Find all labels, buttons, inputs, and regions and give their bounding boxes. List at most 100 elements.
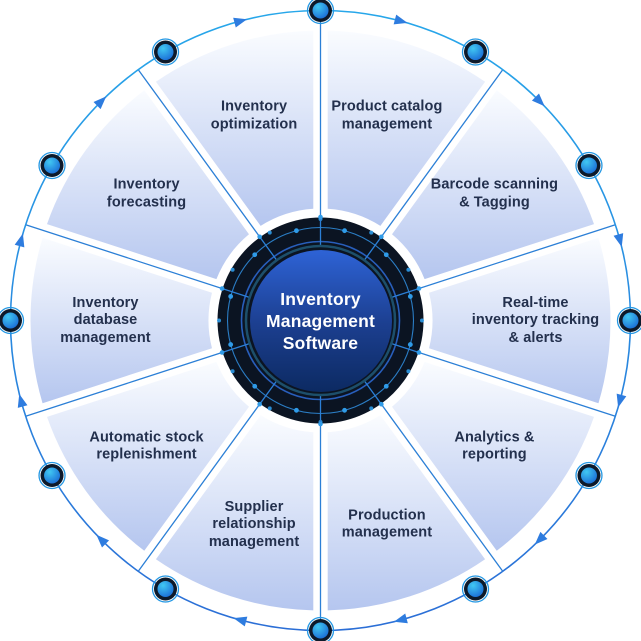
ring-node-dot-outline (151, 575, 180, 603)
spoke-node-dot (318, 214, 323, 220)
ring-node-dot-outline (151, 38, 180, 66)
ring-node-dot (467, 580, 484, 597)
segment-wedge (327, 415, 486, 611)
segment-wedge (155, 415, 314, 611)
flow-arrow-icon (233, 17, 248, 28)
spoke-node-dot (318, 421, 323, 427)
ring-node-dot (580, 467, 597, 484)
ring-node-dot-outline (306, 0, 335, 25)
ring-node-dot-outline (38, 461, 66, 490)
ring-node-dot (312, 622, 329, 639)
segment-wedge (47, 361, 249, 551)
spoke-line (363, 379, 504, 572)
spoke-line (25, 224, 251, 299)
segment-wedge (30, 237, 212, 404)
ring-node-dot (2, 312, 19, 329)
ring-node-dot (312, 2, 329, 19)
ring-node-dot (44, 157, 61, 174)
ring-node-dot (157, 580, 174, 597)
hub-mini-dot (228, 294, 234, 299)
ring-node-dot-outline (461, 38, 490, 66)
spoke-node-dot (219, 286, 225, 291)
hub-edge-dot (267, 406, 272, 411)
hub-glow-ring (244, 244, 397, 397)
segment-label: Inventory database management (60, 294, 151, 346)
ring-node-dot (622, 312, 639, 329)
segment-wedge (47, 90, 249, 280)
flow-arrow-icon (393, 613, 408, 624)
hub-edge-dot (420, 318, 424, 323)
hub-mini-dot (342, 228, 347, 234)
ring-node-dot (157, 44, 174, 61)
hub-edge-dot (406, 369, 411, 374)
ring-node-dot (580, 157, 597, 174)
segment-wedge (327, 30, 486, 226)
spoke-line (390, 342, 616, 417)
segment-wedge (155, 30, 314, 226)
hub-mini-dot (407, 294, 413, 299)
spoke-node-dot (379, 234, 384, 240)
hub-mini-dot (383, 252, 389, 258)
ring-node-dot-outline (306, 616, 335, 641)
hub-mini-dot (383, 383, 389, 389)
flow-arrow-icon (17, 393, 28, 408)
segment-wedge (429, 237, 611, 404)
flow-arrow-icon (613, 233, 624, 248)
ring-node-dot-outline (616, 306, 641, 335)
spoke-node-dot (379, 401, 384, 407)
spoke-node-dot (416, 350, 422, 355)
segment-label: Inventory optimization (210, 98, 298, 133)
hub-mini-dot (252, 383, 258, 389)
hub-mini-dot (342, 407, 347, 413)
ring-node-dot-outline (575, 151, 603, 180)
hub-edge-dot (230, 369, 235, 374)
ring-node-dot-outline (575, 461, 603, 490)
spoke-line (390, 224, 616, 299)
segment-label: Automatic stock replenishment (89, 429, 204, 463)
spoke-line (363, 69, 504, 262)
spoke-node-dot (219, 350, 225, 355)
hub-edge-dot (406, 267, 411, 272)
spoke-lines (25, 10, 616, 631)
segment-label: Product catalog management (331, 98, 443, 133)
flow-arrow-icon (93, 96, 107, 110)
ring-node-dot-outline (38, 151, 66, 180)
hub-mini-dot (407, 342, 413, 347)
segment-wedge (392, 361, 594, 551)
ring-node-dot (467, 44, 484, 61)
segment-label: Supplier relationship management (208, 498, 300, 550)
hub-edge-dot (369, 230, 374, 235)
hub-mini-dot (294, 407, 299, 413)
spoke-node-dot (257, 234, 262, 240)
ring-node-dot-outline (461, 575, 490, 603)
hub-mini-dot (252, 252, 258, 258)
hub-edge-dot (230, 267, 235, 272)
hub-edge-dot (267, 230, 272, 235)
segment-label: Inventory forecasting (106, 176, 187, 211)
flow-arrow-icon (14, 233, 25, 248)
hub-mini-dot (294, 228, 299, 234)
wheel-segments (30, 30, 611, 611)
segment-label: Barcode scanning & Tagging (430, 176, 559, 211)
spoke-line (25, 342, 251, 417)
segment-label: Production management (341, 507, 433, 541)
hub-mini-dot (228, 342, 234, 347)
hub-edge-dot (369, 406, 374, 411)
spoke-node-dot (416, 286, 422, 291)
segment-label: Analytics & reporting (454, 429, 535, 463)
flow-arrow-icon (233, 616, 248, 627)
flow-arrow-icon (96, 534, 110, 548)
segment-wedge (392, 90, 594, 280)
spoke-node-dot (257, 401, 262, 407)
hub-edge-dot (217, 318, 221, 323)
flow-arrow-icon (393, 14, 408, 25)
segment-label: Real-time inventory tracking & alerts (471, 294, 600, 346)
flow-arrows (14, 14, 627, 627)
flow-arrow-icon (531, 93, 545, 107)
hub-circle: Inventory Management Software (249, 249, 392, 392)
spoke-line (137, 379, 278, 572)
ring-node-dot (44, 467, 61, 484)
